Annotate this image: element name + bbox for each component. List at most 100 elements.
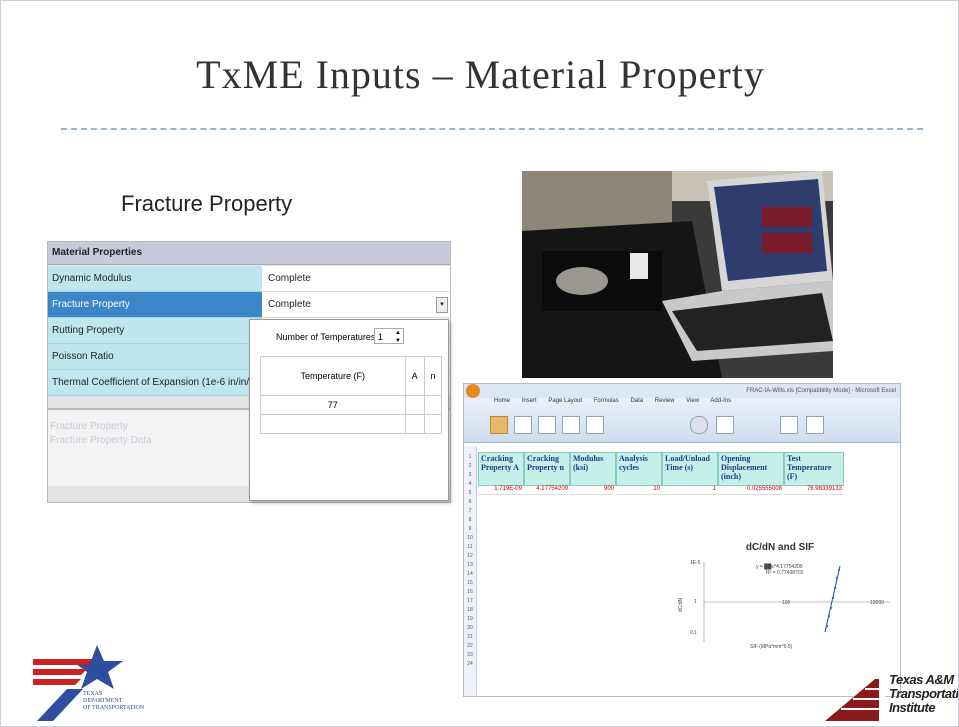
row-number[interactable]: 10 [467,535,473,541]
x-tick: 100 [782,600,791,606]
header-cell[interactable]: Test Temperature (F) [784,452,844,486]
property-label: Rutting Property [48,318,262,344]
header-cell[interactable]: Modulus (ksi) [570,452,616,486]
row-number[interactable]: 8 [468,517,472,523]
property-label: Poisson Ratio [48,344,262,370]
property-value: Complete [262,266,450,292]
row-number[interactable]: 7 [468,508,472,514]
tti-logo [819,669,958,726]
temperature-table: Temperature (F) A n 77 [260,356,443,434]
property-label: Thermal Coefficient of Expansion (1e-6 i… [48,370,262,396]
tab-add-ins[interactable]: Add-Ins [710,398,732,404]
chart-title: dC/dN and SIF [745,542,815,553]
tab-insert[interactable]: Insert [521,398,537,404]
row-number[interactable]: 19 [467,616,473,622]
tab-review[interactable]: Review [654,398,675,404]
header-cell[interactable]: Cracking Property A [478,452,524,486]
number-of-temperatures-spinner[interactable]: 1 ▲▼ [374,328,404,344]
row-number[interactable]: 5 [468,490,472,496]
custom-views-icon[interactable] [562,416,580,434]
tab-formulas[interactable]: Formulas [593,398,619,404]
lab-equipment-photo [522,171,833,378]
row-number[interactable]: 11 [467,544,473,550]
row-number[interactable]: 6 [468,499,472,505]
property-row-fracture-property[interactable]: Fracture Property Complete ▾ [48,292,450,318]
property-row-dynamic-modulus[interactable]: Dynamic Modulus Complete [48,266,450,292]
header-cell[interactable]: Load/Unload Time (s) [662,452,718,486]
excel-title-bar: FRAC-IA-Wills.xls [Compatibility Mode] -… [464,384,900,398]
property-value: Complete [268,299,311,310]
office-button-icon[interactable] [466,384,480,398]
value-cell[interactable]: 0.025555008 [718,486,782,495]
header-cell[interactable]: Opening Displacement (inch) [718,452,784,486]
header-cell[interactable]: Analysis cycles [616,452,662,486]
value-cell[interactable]: 4.17754209 [524,486,568,495]
row-number[interactable]: 13 [467,562,473,568]
detail-item[interactable]: Fracture Property Data [50,435,152,446]
value-cell[interactable]: 1.719E-09 [478,486,522,495]
txdot-logo-text: TEXAS DEPARTMENT OF TRANSPORTATION [83,691,145,711]
row-number[interactable]: 18 [467,607,473,613]
chart-r-squared: R² = 0.77438702 [766,570,804,576]
normal-view-icon[interactable] [490,416,508,434]
detail-item[interactable]: Fracture Property [50,421,128,432]
row-number[interactable]: 23 [467,652,473,658]
chart-equation: y = ██x^4.17754209 [756,564,803,570]
txdot-logo: TEXAS DEPARTMENT OF TRANSPORTATION [27,645,147,721]
row-number[interactable]: 9 [468,526,472,532]
page-break-icon[interactable] [538,416,556,434]
ribbon-tabs: Home Insert Page Layout Formulas Data Re… [494,398,741,404]
arrange-all-icon[interactable] [806,416,824,434]
table-row[interactable] [260,414,443,434]
table-row[interactable]: 77 [260,395,443,415]
new-window-icon[interactable] [780,416,798,434]
column-header: Temperature (F) [260,356,406,396]
dashed-divider [61,128,923,130]
dropdown-arrow-icon[interactable]: ▾ [436,297,448,313]
column-header: n [423,356,443,396]
slide-title: TxME Inputs – Material Property [196,52,765,97]
material-properties-header: Material Properties [48,242,450,265]
row-number[interactable]: 12 [467,553,473,559]
property-label: Fracture Property [48,292,262,318]
row-number[interactable]: 24 [467,661,473,667]
embedded-chart[interactable]: dC/dN and SIF y = ██x^4.17754209 R² = 0.… [660,542,900,692]
row-number[interactable]: 17 [467,598,473,604]
value-cell[interactable]: 10 [616,486,660,495]
zoom-icon[interactable] [690,416,708,434]
table-cell[interactable]: 77 [260,395,406,415]
row-number[interactable]: 22 [467,643,473,649]
row-number[interactable]: 4 [468,481,472,487]
row-number[interactable]: 15 [467,580,473,586]
row-number[interactable]: 21 [467,634,473,640]
tab-home[interactable]: Home [494,398,511,404]
zoom-100-icon[interactable] [716,416,734,434]
value-cell[interactable]: 900 [570,486,614,495]
slide-subtitle: Fracture Property [121,191,293,216]
y-tick: 1 [694,599,697,605]
y-tick: 0.1 [690,630,697,636]
tab-page-layout[interactable]: Page Layout [548,398,583,404]
table-cell[interactable] [423,395,443,415]
column-header: A [404,356,425,396]
number-of-temperatures-label: Number of Temperatures [276,332,376,342]
spinner-arrows-icon[interactable]: ▲▼ [395,330,401,344]
row-number[interactable]: 16 [467,589,473,595]
value-cell[interactable]: 1 [662,486,716,495]
full-screen-icon[interactable] [586,416,604,434]
chart-x-label: SIF (MPa*mm^0.5) [750,644,793,650]
value-cell[interactable]: 76.98339133 [784,486,842,495]
tab-data[interactable]: Data [630,398,644,404]
tab-view[interactable]: View [686,398,700,404]
row-number[interactable]: 2 [468,463,472,469]
tti-logo-text: Texas A&M Transportation Institute [889,672,959,715]
row-number[interactable]: 1 [468,454,472,460]
row-number[interactable]: 14 [467,571,473,577]
row-number[interactable]: 3 [468,472,472,478]
page-layout-icon[interactable] [514,416,532,434]
table-cell[interactable] [404,395,425,415]
header-cell[interactable]: Cracking Property n [524,452,570,486]
row-number[interactable]: 20 [467,625,473,631]
